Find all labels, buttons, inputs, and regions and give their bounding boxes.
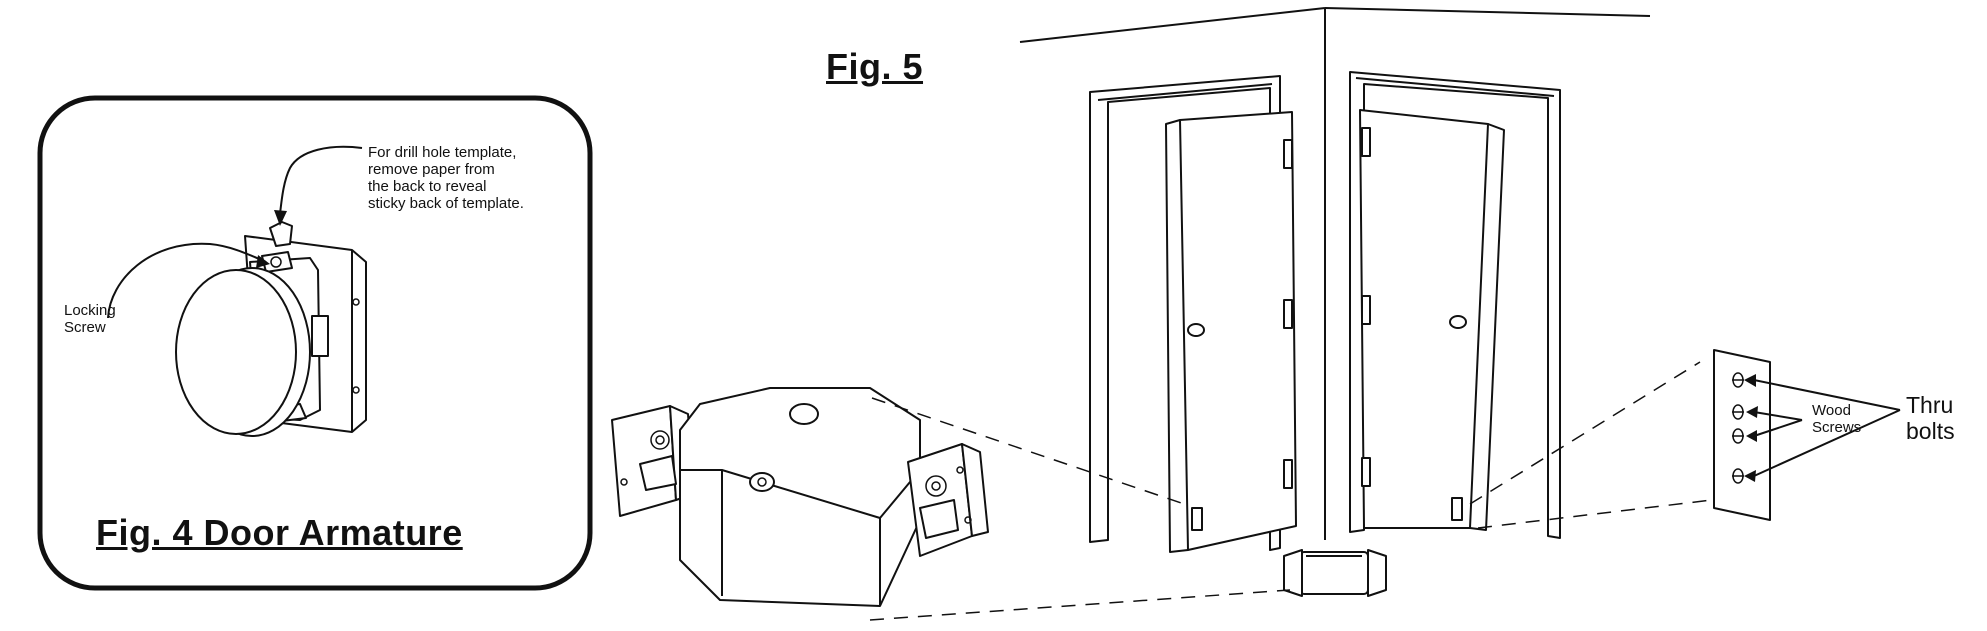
fastener-callouts [1744,374,1901,482]
wall-template-plate [1713,349,1771,521]
door-holder-unit-illustration [611,387,989,607]
drill-template-callout-text: For drill hole template, remove paper fr… [368,144,524,212]
fig5-title: Fig. 5 [826,46,924,87]
door-armature-illustration [175,221,367,437]
template-callout-arrowhead [274,210,287,226]
thru-bolts-label: Thru bolts [1906,392,1955,444]
projection-lines [869,361,1713,621]
wood-screws-label: Wood Screws [1812,402,1862,436]
locking-screw-callout-text: Locking Screw [64,302,116,336]
template-callout-arrow [279,145,363,215]
right-door-assembly [1349,71,1561,539]
fig4-panel [37,95,593,591]
fig4-title: Fig. 4 Door Armature [96,512,463,553]
room-walls [1019,7,1651,540]
left-door-assembly [1089,75,1297,553]
locking-screw-callout-arrowhead [256,255,270,268]
locking-screw-callout-arrow [107,242,267,319]
small-armature-unit [1283,549,1387,597]
